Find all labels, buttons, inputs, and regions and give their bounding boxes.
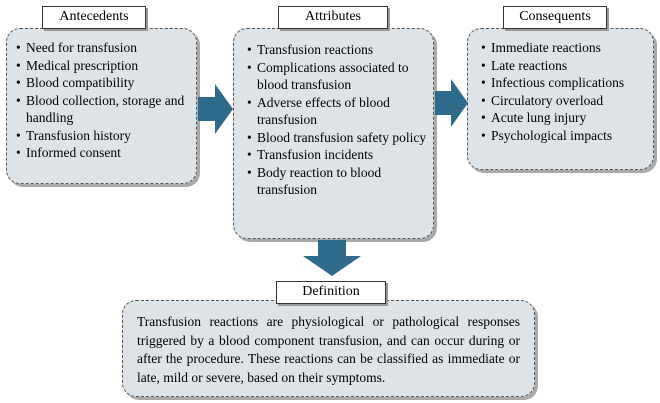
attributes-list: Transfusion reactions Complications asso… bbox=[247, 41, 427, 199]
attributes-box: Transfusion reactions Complications asso… bbox=[233, 28, 434, 239]
consequent-item: Late reactions bbox=[481, 57, 649, 75]
attribute-item: Transfusion incidents bbox=[247, 146, 427, 164]
antecedent-item: Transfusion history bbox=[16, 127, 192, 145]
consequent-item: Circulatory overload bbox=[481, 92, 649, 110]
consequents-title: Consequents bbox=[503, 6, 607, 29]
right-arrow-icon bbox=[198, 84, 233, 134]
definition-title: Definition bbox=[276, 281, 386, 304]
consequent-item: Psychological impacts bbox=[481, 127, 649, 145]
definition-text: Transfusion reactions are physiological … bbox=[137, 314, 520, 385]
attribute-item: Blood transfusion safety policy bbox=[247, 129, 427, 147]
attribute-item: Complications associated to blood transf… bbox=[247, 59, 427, 94]
down-arrow-icon bbox=[303, 240, 361, 276]
antecedent-item: Medical prescription bbox=[16, 57, 192, 75]
antecedents-box: Need for transfusion Medical prescriptio… bbox=[6, 28, 197, 184]
consequents-list: Immediate reactions Late reactions Infec… bbox=[481, 39, 649, 144]
attribute-item: Body reaction to blood transfusion bbox=[247, 164, 427, 199]
antecedent-item: Blood collection, storage and handling bbox=[16, 92, 192, 127]
antecedent-item: Blood compatibility bbox=[16, 74, 192, 92]
definition-box: Transfusion reactions are physiological … bbox=[122, 300, 535, 397]
attributes-title: Attributes bbox=[278, 6, 388, 29]
right-arrow-icon bbox=[435, 79, 468, 127]
attribute-item: Transfusion reactions bbox=[247, 41, 427, 59]
consequent-item: Acute lung injury bbox=[481, 109, 649, 127]
antecedent-item: Informed consent bbox=[16, 144, 192, 162]
consequent-item: Immediate reactions bbox=[481, 39, 649, 57]
consequents-box: Immediate reactions Late reactions Infec… bbox=[467, 28, 654, 170]
antecedents-title: Antecedents bbox=[42, 6, 146, 29]
consequent-item: Infectious complications bbox=[481, 74, 649, 92]
attribute-item: Adverse effects of blood transfusion bbox=[247, 94, 427, 129]
antecedent-item: Need for transfusion bbox=[16, 39, 192, 57]
antecedents-list: Need for transfusion Medical prescriptio… bbox=[16, 39, 192, 162]
